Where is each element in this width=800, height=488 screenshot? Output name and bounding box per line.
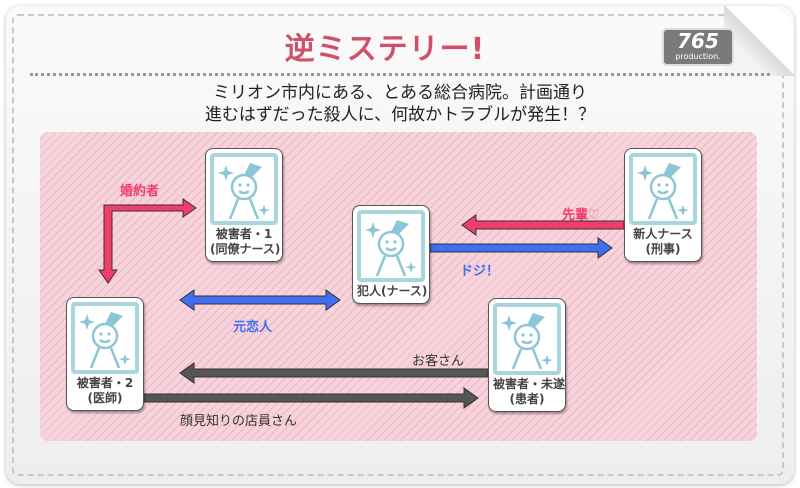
page-title: 逆ミステリー!: [284, 32, 486, 67]
fiance-arrow: [98, 198, 197, 284]
character-card-victim2[interactable]: 被害者・2(医師): [66, 297, 144, 411]
avatar-placeholder-icon: [71, 302, 139, 374]
character-name: 被害者・1(同僚ナース): [210, 227, 281, 256]
character-card-victim1[interactable]: 被害者・1(同僚ナース): [205, 148, 283, 262]
senior-arrow: [461, 214, 625, 236]
character-card-culprit[interactable]: 犯人(ナース): [352, 205, 430, 304]
logo-765-production: 765 production.: [662, 28, 734, 66]
customer-arrow: [179, 362, 489, 384]
dotted-divider: [30, 73, 770, 76]
avatar-placeholder-icon: [357, 210, 425, 282]
character-card-newbie-nurse[interactable]: 新人ナース(刑事): [624, 148, 702, 262]
ex-lover-arrow: [179, 289, 341, 311]
label-customer: お客さん: [412, 354, 465, 369]
character-name: 犯人(ナース): [357, 284, 428, 298]
lead-text: ミリオン市内にある、とある総合病院。計画通り 進むはずだった殺人に、何故かトラブ…: [204, 83, 596, 125]
avatar-placeholder-icon: [210, 153, 278, 225]
avatar-placeholder-icon: [629, 153, 697, 225]
dashed-frame: [12, 14, 784, 476]
character-name: 新人ナース(刑事): [633, 227, 693, 256]
clerk-arrow: [142, 387, 479, 409]
label-clumsy: ドジ！: [460, 264, 500, 279]
page-curl: [724, 6, 794, 76]
avatar-placeholder-icon: [493, 303, 561, 375]
label-clerk: 顔見知りの店員さん: [180, 414, 298, 429]
label-senior: 先輩♡: [562, 208, 600, 223]
label-fiance: 婚約者: [120, 184, 160, 199]
clumsy-arrow: [429, 237, 613, 259]
character-name: 被害者・未遂(患者): [493, 377, 566, 406]
character-name: 被害者・2(医師): [76, 376, 134, 405]
label-ex-lover: 元恋人: [233, 320, 273, 335]
character-card-patient[interactable]: 被害者・未遂(患者): [488, 298, 566, 412]
